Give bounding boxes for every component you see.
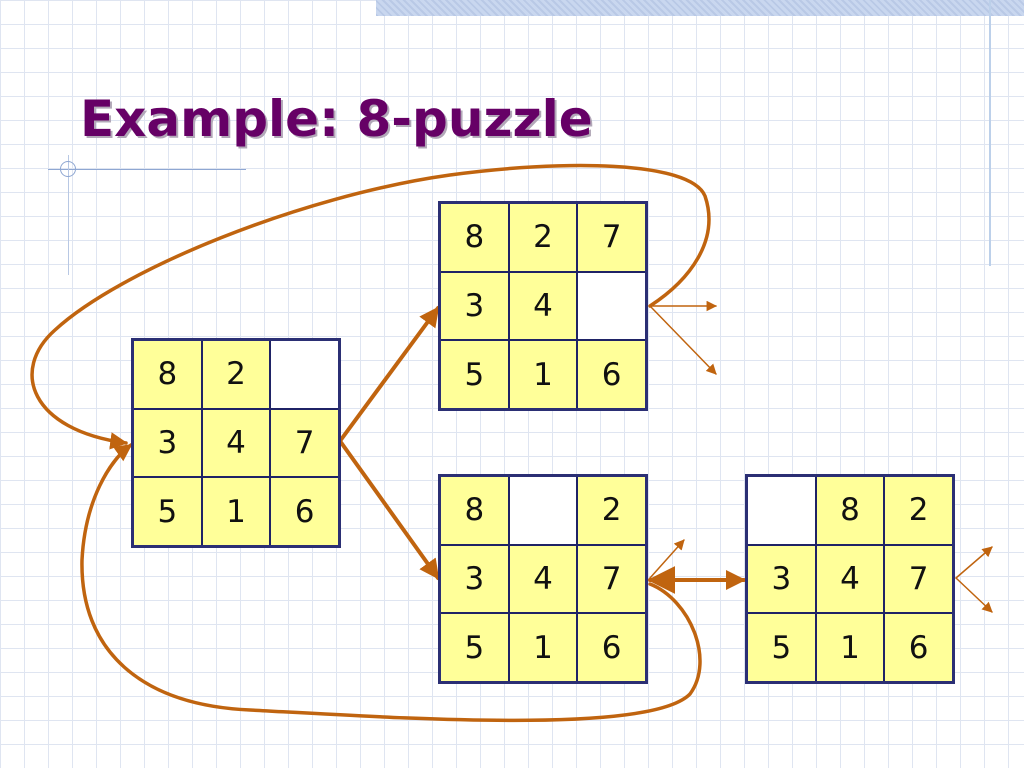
tile-8: 8: [134, 341, 201, 408]
tile-2: 2: [885, 477, 952, 544]
tile-1: 1: [816, 614, 884, 681]
out-arrow-right-1: [955, 546, 993, 579]
out-arrow-mid-1: [649, 539, 685, 579]
tile-5: 5: [134, 478, 201, 545]
tile-5: 5: [748, 614, 815, 681]
blank-tile: [748, 477, 815, 544]
tile-6: 6: [578, 341, 645, 408]
tile-1: 1: [509, 614, 577, 681]
arrow-start-to-mid: [338, 439, 440, 580]
title-ring-ornament: [60, 161, 76, 177]
blank-tile: [578, 272, 645, 340]
tile-3: 3: [748, 545, 815, 613]
tile-3: 3: [441, 545, 508, 613]
title-underline: [48, 169, 246, 170]
loop-top-to-start: [30, 163, 711, 450]
tile-7: 7: [271, 409, 338, 477]
loop-mid-to-start: [80, 443, 702, 723]
tile-6: 6: [578, 614, 645, 681]
slide-title: Example: 8-puzzle: [80, 90, 593, 148]
out-arrow-top-2: [649, 305, 717, 375]
title-vertical-rule: [68, 155, 69, 275]
tile-4: 4: [509, 545, 577, 613]
tile-4: 4: [816, 545, 884, 613]
arrow-start-to-top: [338, 306, 440, 443]
tile-2: 2: [578, 477, 645, 544]
out-arrow-right-2: [955, 577, 993, 613]
tile-3: 3: [134, 409, 201, 477]
header-band: [376, 0, 1024, 16]
tile-5: 5: [441, 341, 508, 408]
tile-6: 6: [885, 614, 952, 681]
tile-5: 5: [441, 614, 508, 681]
blank-tile: [271, 341, 338, 408]
tile-7: 7: [578, 545, 645, 613]
tile-6: 6: [271, 478, 338, 545]
tile-7: 7: [578, 204, 645, 271]
tile-3: 3: [441, 272, 508, 340]
tile-4: 4: [202, 409, 270, 477]
tile-2: 2: [509, 204, 577, 271]
tile-1: 1: [509, 341, 577, 408]
right-rule: [989, 0, 991, 266]
blank-tile: [509, 477, 577, 544]
tile-7: 7: [885, 545, 952, 613]
tile-8: 8: [441, 477, 508, 544]
tile-8: 8: [441, 204, 508, 271]
tile-1: 1: [202, 478, 270, 545]
tile-2: 2: [202, 341, 270, 408]
tile-4: 4: [509, 272, 577, 340]
tile-8: 8: [816, 477, 884, 544]
